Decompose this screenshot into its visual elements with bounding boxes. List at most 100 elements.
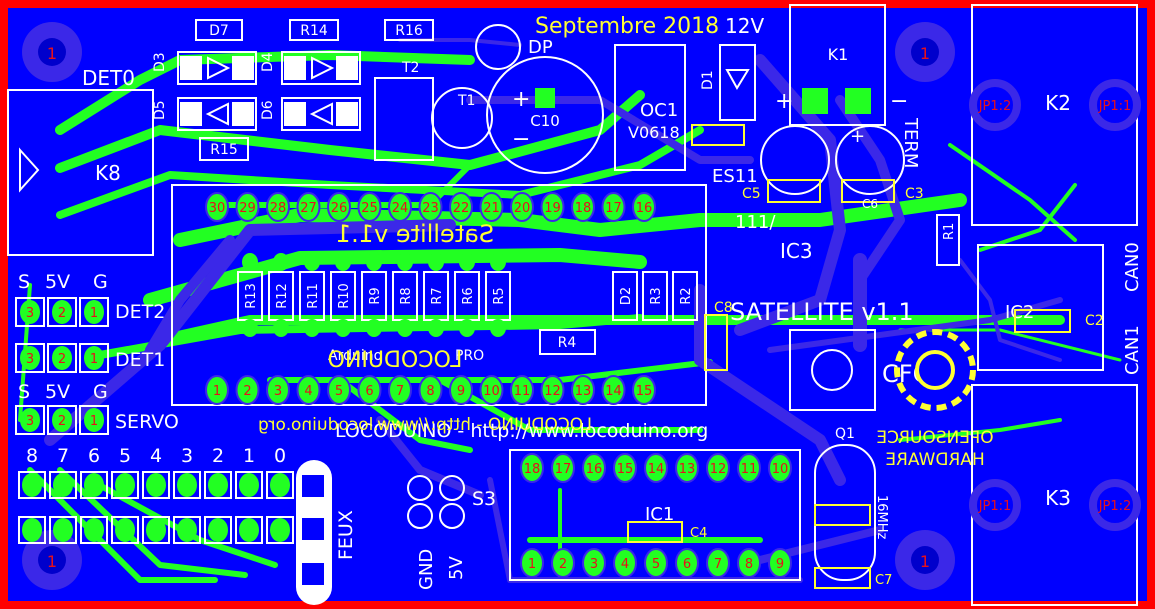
t1-label: T1 <box>457 93 475 109</box>
det1-label: DET1 <box>115 349 165 371</box>
resistor-r7: R7 <box>423 253 449 337</box>
r16-outline <box>384 19 434 41</box>
svg-text:6: 6 <box>683 557 691 572</box>
feux-pad-6-1 <box>80 516 108 544</box>
svg-text:7: 7 <box>396 384 404 399</box>
svg-text:29: 29 <box>239 201 256 216</box>
d7-label: D7 <box>209 23 229 39</box>
svg-text:7: 7 <box>714 557 722 572</box>
arduino-pin-23: 23 <box>418 192 443 222</box>
gnd-label: GND <box>416 549 437 590</box>
svg-text:R7: R7 <box>430 287 445 304</box>
svg-text:2: 2 <box>58 352 66 367</box>
ic1-pin-8: 8 <box>737 548 761 578</box>
header-5v-label-1: 5V <box>45 271 70 293</box>
svg-text:30: 30 <box>209 201 226 216</box>
oshw-logo <box>894 329 976 411</box>
svg-text:23: 23 <box>422 201 439 216</box>
k3-hole-right <box>1089 479 1141 531</box>
feux-pins <box>18 471 294 544</box>
k2-hole-left <box>969 79 1021 131</box>
c5-outline <box>767 179 821 203</box>
arduino-pin-24: 24 <box>388 192 412 222</box>
feux-number-8: 8 <box>26 445 38 467</box>
k3-jp11: JP1:1 <box>978 499 1012 514</box>
d4-label: D4 <box>260 52 276 72</box>
arduino-pin-29: 29 <box>235 192 260 222</box>
arduino-pin-10: 10 <box>479 375 504 405</box>
diode-d5 <box>177 97 257 131</box>
svg-text:R9: R9 <box>368 287 383 304</box>
header-g-label-1: G <box>93 271 108 293</box>
svg-text:17: 17 <box>605 201 622 216</box>
can1-label: CAN1 <box>1122 325 1143 375</box>
ic1-pin-7: 7 <box>706 548 730 578</box>
can0-label: CAN0 <box>1122 242 1143 292</box>
arduino-pin-30: 30 <box>205 192 229 222</box>
svg-text:1: 1 <box>90 306 98 321</box>
arduino-pin-17: 17 <box>601 192 626 222</box>
ic3-note: 111/ <box>735 212 776 233</box>
ic1-pin-5: 5 <box>644 548 668 578</box>
svg-text:2: 2 <box>559 557 567 572</box>
arduino-pin-5: 5 <box>327 375 351 405</box>
ic1-pin-10: 10 <box>768 453 792 483</box>
c2-label: C2 <box>1085 313 1104 329</box>
ic2-label: IC2 <box>1005 302 1034 323</box>
c10-capacitor <box>486 56 604 174</box>
component-r2: R2 <box>672 271 698 321</box>
c10-minus: − <box>512 127 530 152</box>
d6-label: D6 <box>260 100 276 120</box>
resistor-r9: R9 <box>361 253 387 337</box>
svg-text:1: 1 <box>920 44 930 63</box>
k8-outline <box>7 89 154 256</box>
arduino-pin-13: 13 <box>571 375 595 405</box>
arduino-pin-15: 15 <box>632 375 656 405</box>
date-text: Septembre 2018 <box>535 14 719 39</box>
c4-label: C4 <box>690 526 707 541</box>
feux-pad-1-0 <box>235 471 263 499</box>
k1-pad-2 <box>802 88 828 114</box>
feux-pad-7-0 <box>49 471 77 499</box>
t2-label: T2 <box>401 60 419 76</box>
ic1-pin-6: 6 <box>675 548 699 578</box>
arduino-pin-28: 28 <box>266 192 290 222</box>
ic1-pin-16: 16 <box>582 453 606 483</box>
feux-pin-c <box>302 563 324 585</box>
k1-label: K1 <box>828 45 849 64</box>
d5-label: D5 <box>152 100 168 120</box>
svg-text:12: 12 <box>544 384 561 399</box>
ic1-pin-17: 17 <box>551 453 575 483</box>
svg-text:9: 9 <box>457 384 465 399</box>
k2-jp12: JP1:2 <box>978 99 1012 114</box>
svg-text:4: 4 <box>621 557 629 572</box>
k3-hole-left <box>969 479 1021 531</box>
c6-label: C6 <box>862 197 878 211</box>
svg-text:R6: R6 <box>461 287 476 304</box>
q1-label: Q1 <box>835 426 855 442</box>
svg-text:21: 21 <box>483 201 500 216</box>
oc1-outline <box>614 44 686 171</box>
c1-outline <box>814 504 871 526</box>
svg-text:11: 11 <box>741 462 758 477</box>
c5-capacitor <box>760 125 830 195</box>
feux-number-3: 3 <box>181 445 193 467</box>
k1-outline <box>789 4 886 126</box>
svg-text:15: 15 <box>617 462 634 477</box>
svg-text:4: 4 <box>304 384 312 399</box>
s3-connector <box>407 475 465 529</box>
c7-outline <box>814 567 871 589</box>
svg-text:16: 16 <box>636 201 653 216</box>
ic1-pin-3: 3 <box>582 548 606 578</box>
svg-text:25: 25 <box>361 201 378 216</box>
resistor-r10: R10 <box>330 253 356 337</box>
mirrored-title: Satellite v1.1 <box>336 220 494 248</box>
term-label: TERM <box>900 117 921 168</box>
header-5v-label-2: 5V <box>45 381 70 403</box>
feux-pad-4-1 <box>142 516 170 544</box>
svg-text:13: 13 <box>575 384 592 399</box>
c10-label: C10 <box>530 112 560 130</box>
